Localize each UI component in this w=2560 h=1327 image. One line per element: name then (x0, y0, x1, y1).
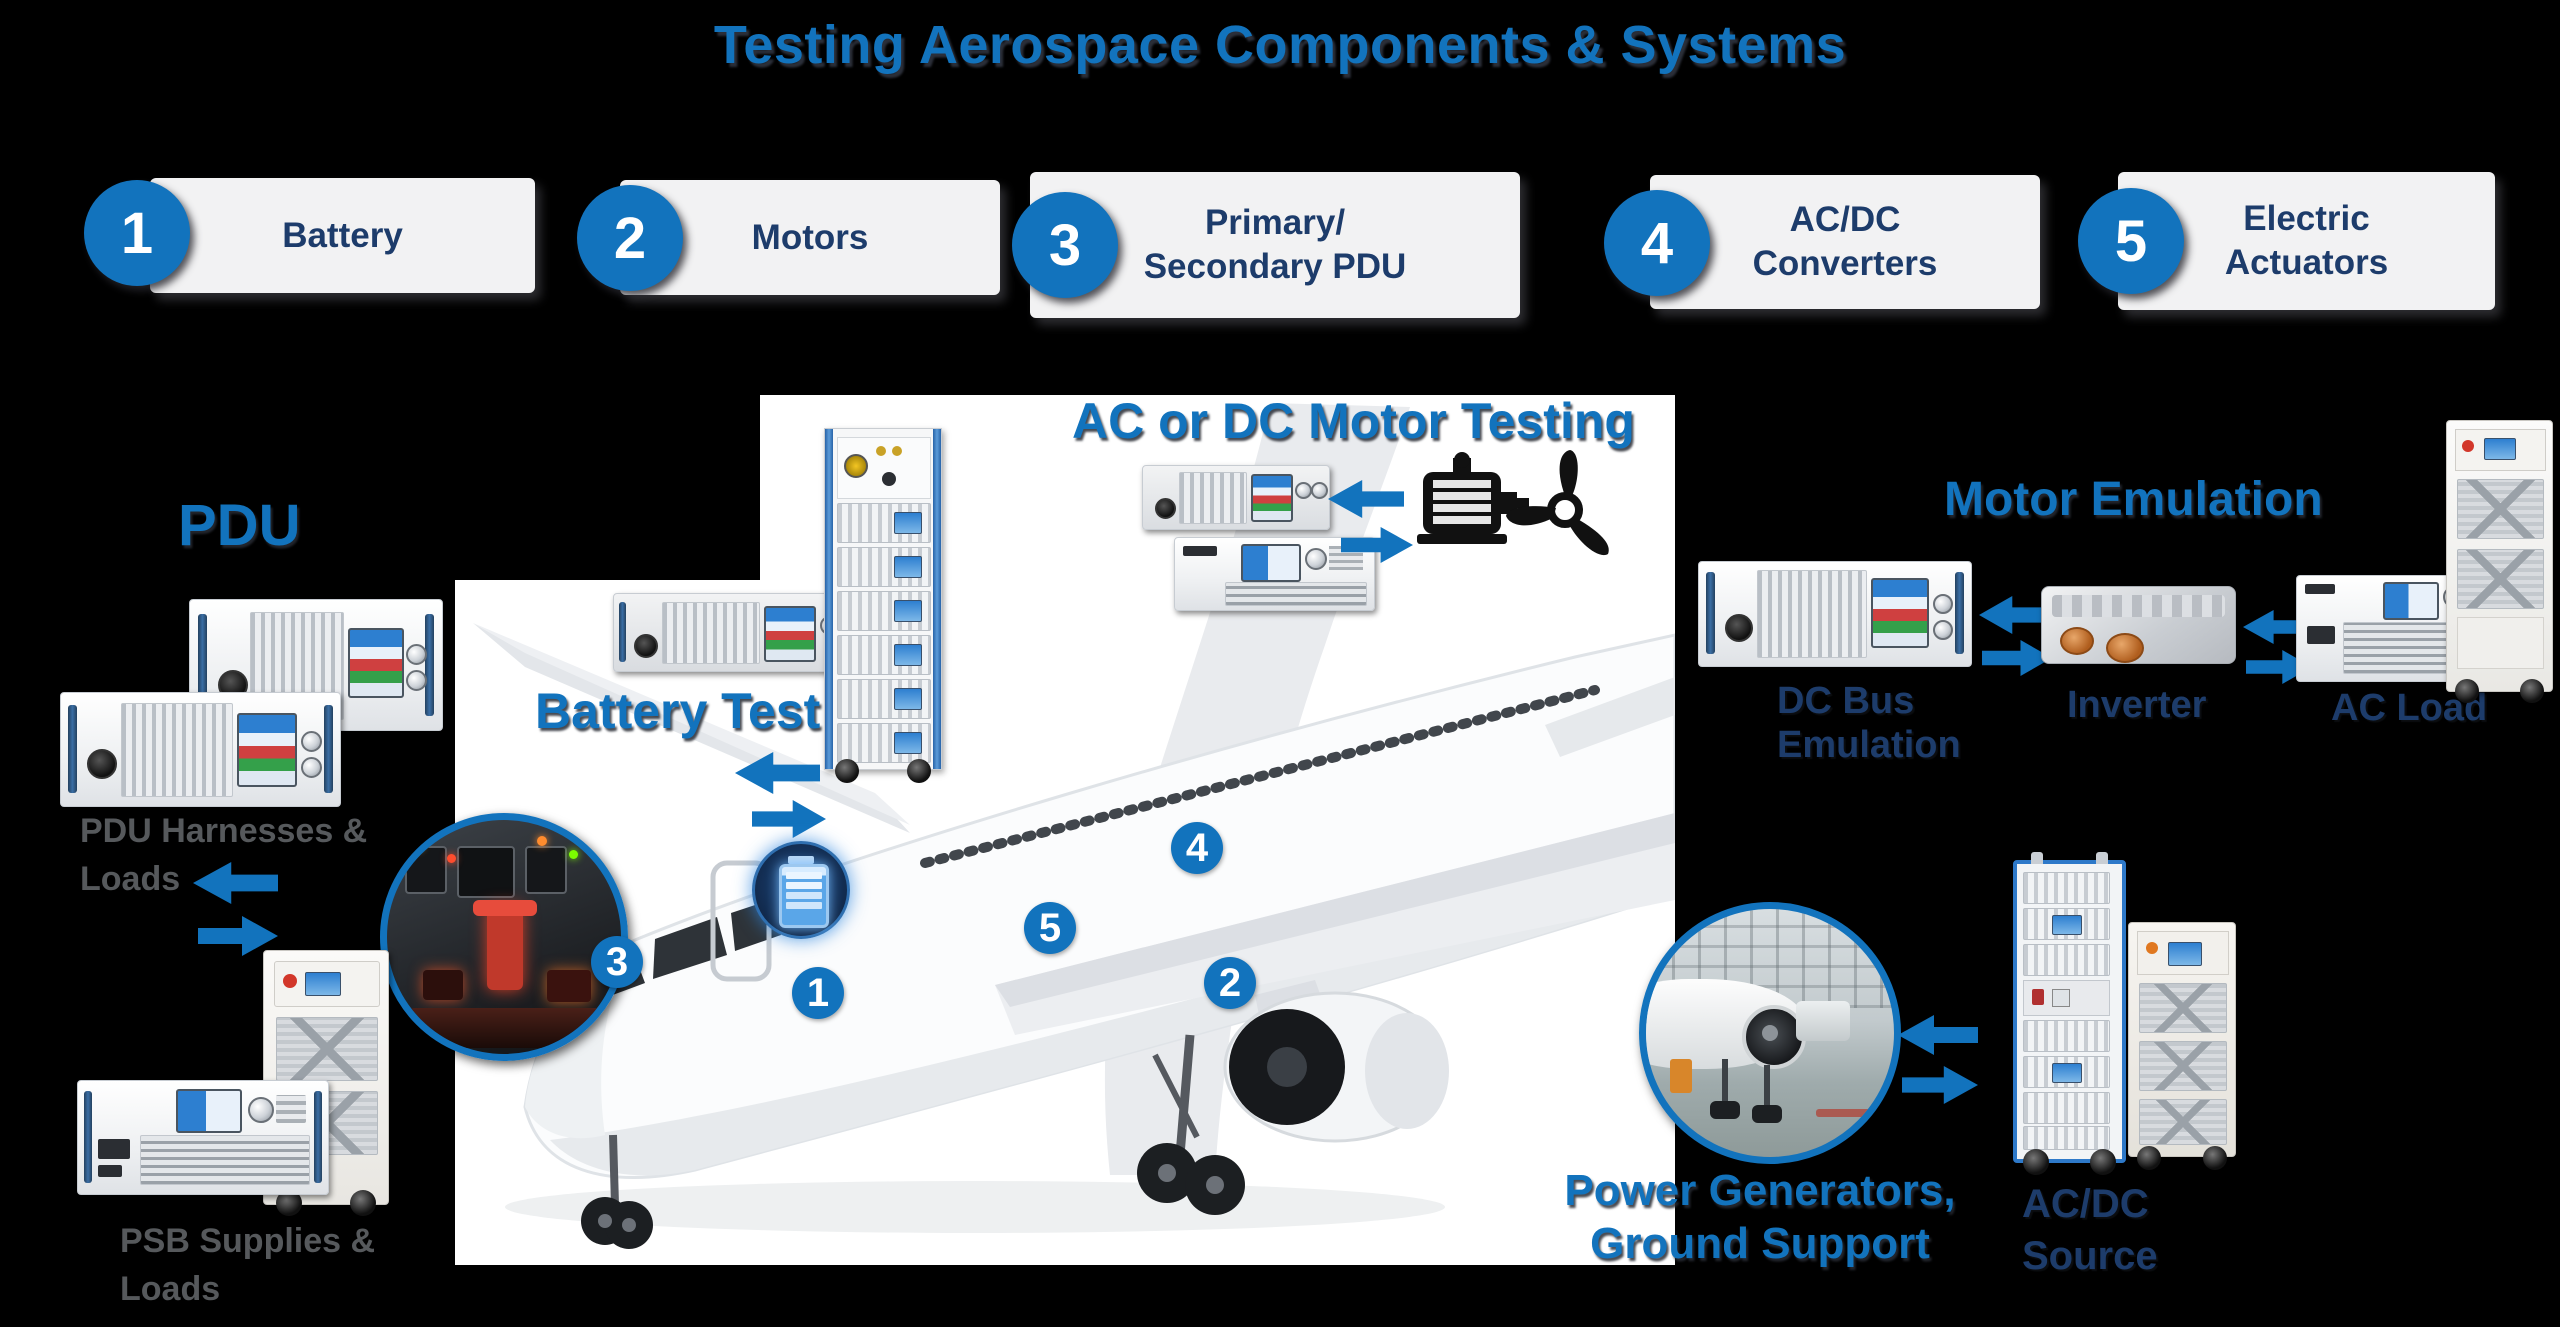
motor-icon (1417, 452, 1529, 544)
arrow-left-icon (1898, 1015, 1978, 1055)
step-number: 2 (613, 205, 647, 271)
step-circle-1: 1 (84, 180, 190, 286)
inverter-image (2041, 586, 2236, 664)
step-number: 4 (1640, 210, 1674, 276)
step-box-converters: AC/DC Converters (1650, 175, 2040, 309)
plane-marker-5: 5 (1024, 902, 1076, 954)
step-label: Primary/ Secondary PDU (1143, 203, 1407, 286)
battery-rack-image (824, 428, 942, 783)
battery-test-label: Battery Test (535, 683, 821, 739)
battery-icon (752, 841, 850, 939)
step-circle-4: 4 (1604, 190, 1710, 296)
psb-caption: PSB Supplies & Loads (120, 1222, 376, 1308)
step-box-motors: Motors (620, 180, 1000, 295)
power-generators-label: Power Generators, Ground Support (1564, 1166, 1956, 1268)
dc-bus-emulation-label: DC Bus Emulation (1777, 680, 1961, 766)
pdu-caption: PDU Harnesses & Loads (80, 812, 368, 898)
motor-testing-title: AC or DC Motor Testing (1072, 393, 1635, 449)
step-circle-5: 5 (2078, 188, 2184, 294)
psb-unit-image (77, 1080, 329, 1195)
plane-marker-3: 3 (591, 936, 643, 988)
inverter-label: Inverter (2067, 684, 2207, 726)
step-number: 5 (2114, 208, 2148, 274)
step-circle-3: 3 (1012, 192, 1118, 298)
step-box-battery: Battery (150, 178, 535, 293)
propeller-icon (1506, 450, 1609, 556)
right-cabinet-image (2446, 420, 2553, 703)
dc-bus-psu-image (1698, 561, 1972, 667)
airplane-photo (473, 403, 1675, 1249)
acdc-source-rack-image (2013, 852, 2126, 1175)
pdu-title: PDU (178, 493, 301, 558)
step-number: 3 (1048, 212, 1082, 278)
motor-psu-upper-image (1142, 465, 1330, 530)
acdc-source-label: AC/DC Source (2022, 1182, 2158, 1278)
page-title: Testing Aerospace Components & Systems (713, 15, 1847, 75)
step-label: Electric Actuators (2224, 199, 2389, 282)
ground-support-photo (1639, 902, 1901, 1164)
step-label: Motors (751, 217, 869, 257)
plane-marker-2: 2 (1204, 957, 1256, 1009)
plane-marker-4: 4 (1171, 822, 1223, 874)
arrow-right-icon (1902, 1066, 1978, 1104)
step-number: 1 (120, 200, 154, 266)
pdu-cockpit-photo (380, 813, 628, 1061)
acdc-source-cabinet-image (2128, 922, 2236, 1170)
motor-emulation-title: Motor Emulation (1944, 473, 2323, 526)
step-circle-2: 2 (577, 185, 683, 291)
step-label: Battery (282, 215, 403, 255)
pdu-psu-lower-image (60, 692, 341, 807)
step-label: AC/DC Converters (1752, 200, 1938, 283)
plane-marker-1: 1 (792, 967, 844, 1019)
